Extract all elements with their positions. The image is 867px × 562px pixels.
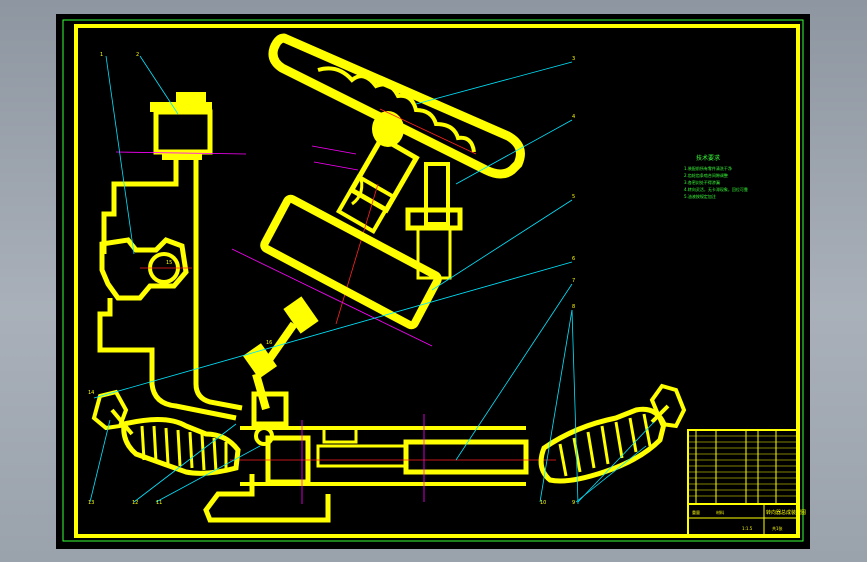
callout-7: 7: [572, 278, 575, 284]
callout-11: 11: [156, 500, 162, 506]
callout-6: 6: [572, 256, 575, 262]
tech-requirement-5: 5.油液按规定加注: [684, 193, 716, 199]
callout-13: 13: [88, 500, 94, 506]
right-bellows: [538, 383, 687, 484]
callout-15: 15: [166, 260, 172, 266]
callout-14: 14: [88, 390, 94, 396]
leader-lines: [89, 55, 655, 505]
drawing-sheet: 共1张: [772, 525, 783, 531]
callout-2: 2: [136, 52, 139, 58]
drawing-name: 转向器总成装配图: [766, 509, 806, 516]
intermediate-shaft: [242, 296, 319, 446]
assembly-drawing: 1 2 3 4 5 6 7 8 9 10 11 12 13 14 15 16 技…: [62, 19, 806, 542]
gear-box: [231, 194, 442, 347]
outer-frame: [62, 19, 804, 542]
tech-requirement-4: 4.转向灵活，无卡滞现象，回位可靠: [684, 186, 748, 192]
callout-4: 4: [572, 114, 575, 120]
tech-requirements-heading: 技术要求: [696, 154, 720, 162]
drawing-scale: 1:1.5: [742, 526, 753, 531]
tech-requirement-1: 1.装配前所有零件清洗干净: [684, 165, 732, 171]
callout-labels: 1 2 3 4 5 6 7 8 9 10 11 12 13 14 15 16: [88, 52, 575, 506]
fluid-reservoir: [101, 92, 247, 411]
material-label: 材料: [716, 509, 724, 515]
title-block: 转向器总成装配图 1:1.5 共1张 重量 材料: [687, 429, 806, 537]
tech-requirements: 技术要求 1.装配前所有零件清洗干净 2.齿轮齿条啮合间隙调整 3.各密封处不得…: [684, 154, 748, 199]
inner-frame: [74, 24, 800, 538]
tech-requirement-3: 3.各密封处不得渗漏: [684, 179, 720, 185]
rack-housing: [203, 414, 556, 523]
tech-requirement-2: 2.齿轮齿条啮合间隙调整: [684, 172, 728, 178]
power-steering-pump: [97, 237, 237, 421]
weight-label: 重量: [692, 509, 700, 515]
callout-12: 12: [132, 500, 138, 506]
callout-1: 1: [100, 52, 103, 58]
callout-3: 3: [572, 56, 575, 62]
callout-10: 10: [540, 500, 546, 506]
callout-16: 16: [266, 340, 272, 346]
cad-viewport[interactable]: 1 2 3 4 5 6 7 8 9 10 11 12 13 14 15 16 技…: [56, 14, 810, 549]
callout-8: 8: [572, 304, 575, 310]
steering-column: [311, 134, 463, 325]
callout-9: 9: [572, 500, 575, 506]
steering-wheel: [268, 33, 525, 179]
callout-5: 5: [572, 194, 575, 200]
